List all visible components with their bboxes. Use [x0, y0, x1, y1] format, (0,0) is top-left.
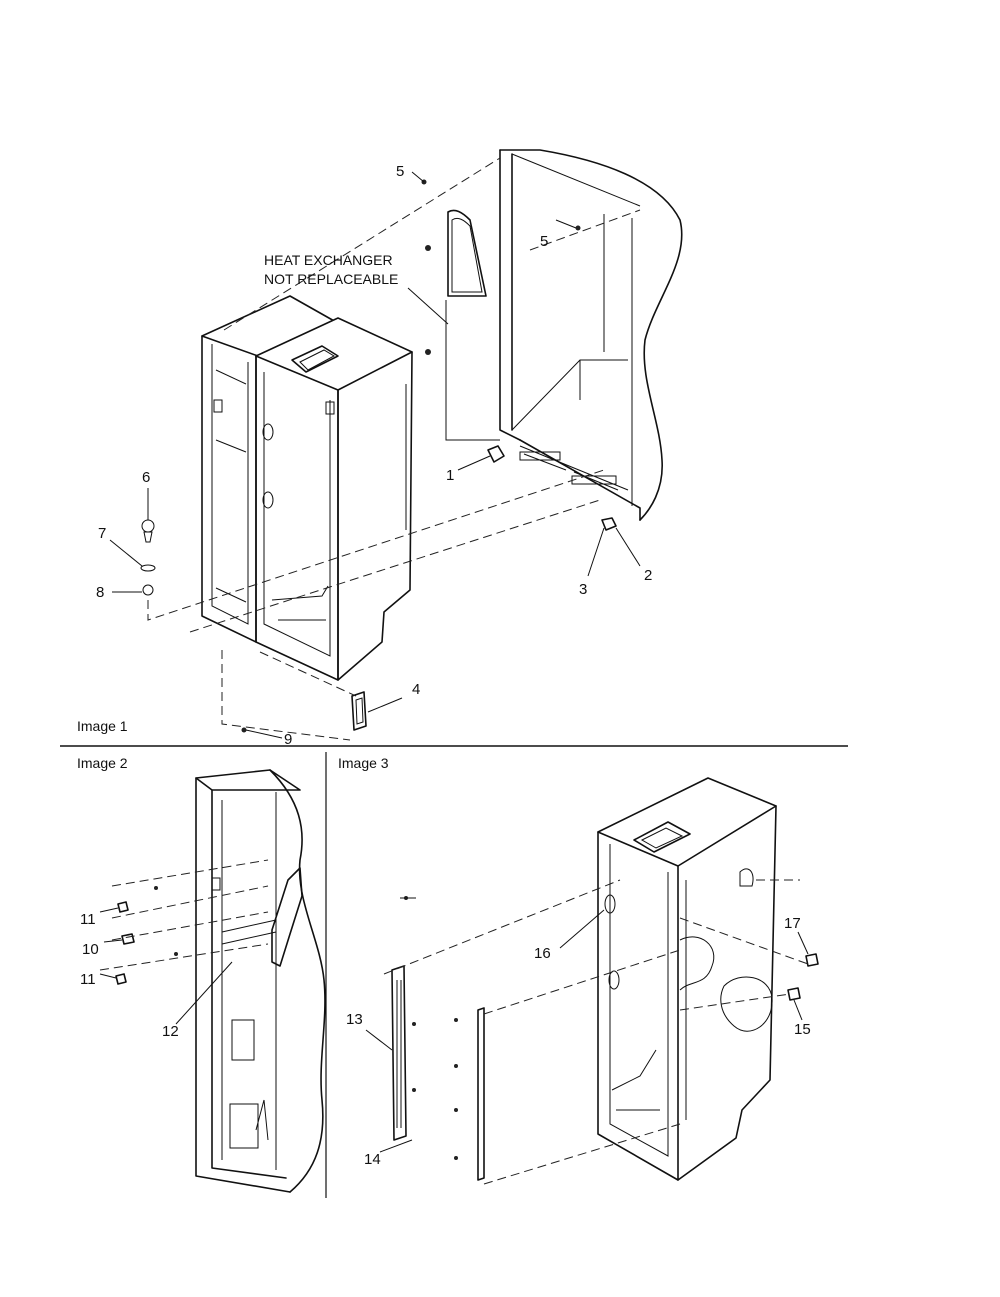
image2-assembly-lines: [99, 859, 269, 971]
image3-hardware: [404, 896, 819, 1160]
image3-strips: [391, 965, 485, 1181]
caption-image2: Image 2: [77, 755, 128, 771]
callout-13: 13: [346, 1011, 363, 1028]
callout-17: 17: [784, 915, 801, 932]
callout-3: 3: [579, 581, 587, 598]
liner-tall-side: [195, 769, 326, 1193]
fresh-food-liner-detail: [597, 777, 777, 1181]
image3-assembly-lines: [383, 879, 809, 1185]
image2-assembly: 11 10 11 12 Image 2: [77, 755, 326, 1193]
callout-8: 8: [96, 584, 104, 601]
callout-5-top: 5: [396, 163, 404, 180]
cabinet-shell: [499, 149, 683, 521]
callout-12: 12: [162, 1023, 179, 1040]
note-heat-exchanger-line2: NOT REPLACEABLE: [264, 271, 398, 287]
image1-assembly-lines: [147, 157, 641, 741]
image2-leaders: [99, 907, 233, 1025]
callout-7: 7: [98, 525, 106, 542]
caption-image1: Image 1: [77, 718, 128, 734]
image1-hardware: [140, 179, 617, 733]
fresh-food-liner: [255, 317, 413, 681]
image3-leaders: [365, 897, 809, 1153]
image2-hardware: [115, 886, 178, 985]
callout-14: 14: [364, 1151, 381, 1168]
callout-11-top: 11: [80, 911, 96, 928]
image3-assembly: 13 14 15 16 17 Image 3: [338, 755, 819, 1185]
callout-10: 10: [82, 941, 99, 958]
callout-9: 9: [284, 731, 292, 748]
callout-11-bottom: 11: [80, 971, 96, 988]
callout-2: 2: [644, 567, 652, 584]
callout-4: 4: [412, 681, 420, 698]
callout-16: 16: [534, 945, 551, 962]
callout-6: 6: [142, 469, 150, 486]
note-heat-exchanger-line1: HEAT EXCHANGER: [264, 252, 393, 268]
caption-image3: Image 3: [338, 755, 389, 771]
callout-15: 15: [794, 1021, 811, 1038]
image1-assembly: HEAT EXCHANGER NOT REPLACEABLE 1 2 3 4 5…: [77, 149, 683, 748]
callout-5-right: 5: [540, 233, 548, 250]
callout-1: 1: [446, 467, 454, 484]
image1-leaders: [109, 171, 641, 739]
heat-exchanger-panel: [445, 209, 500, 441]
